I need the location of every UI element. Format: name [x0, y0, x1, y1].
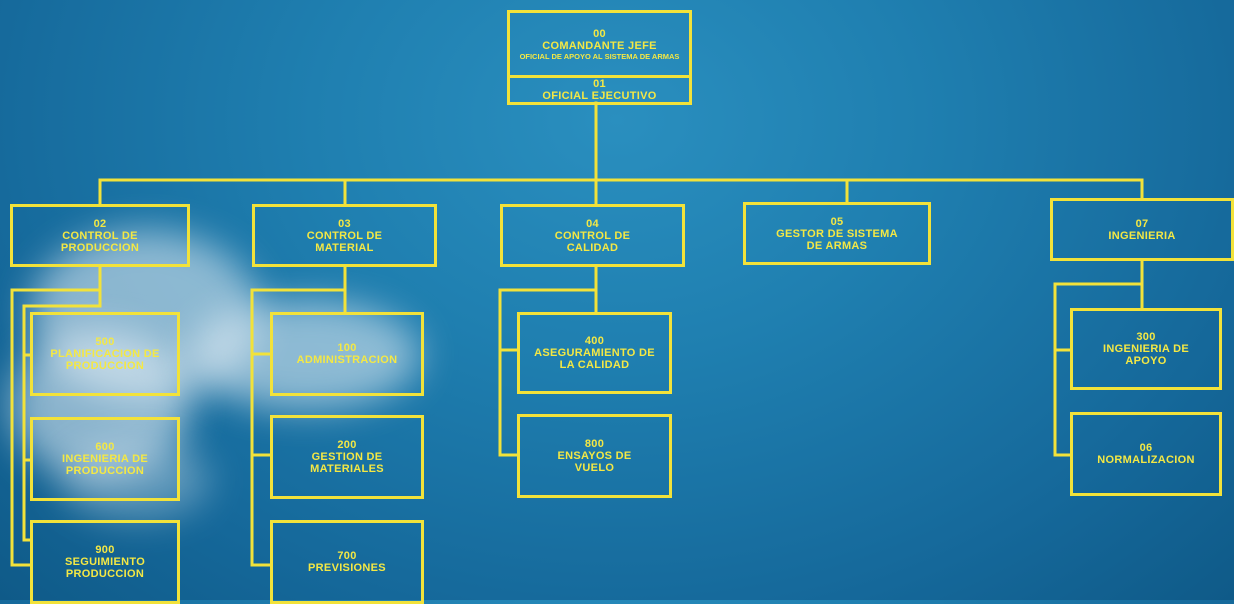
- box-line2: CALIDAD: [566, 241, 619, 254]
- box-code: 100: [337, 342, 357, 354]
- executive-section: 01 OFICIAL EJECUTIVO: [510, 78, 689, 102]
- box-line1: ADMINISTRACION: [296, 354, 398, 366]
- box-code: 02: [93, 217, 107, 230]
- org-box-commander: 00 COMANDANTE JEFE OFICIAL DE APOYO AL S…: [507, 10, 692, 105]
- box-line1: ASEGURAMIENTO DE: [534, 347, 655, 359]
- box-line1: PREVISIONES: [308, 562, 386, 574]
- org-box-07: 07 INGENIERIA: [1050, 198, 1234, 261]
- box-code: 01: [593, 78, 606, 90]
- connector-line: [10, 264, 102, 567]
- box-line2: PRODUCCION: [60, 241, 140, 254]
- box-line2: PRODUCCION: [65, 360, 145, 372]
- box-line1: GESTION DE: [311, 451, 383, 463]
- box-code: 500: [95, 336, 115, 348]
- box-line1: INGENIERIA DE: [61, 453, 148, 465]
- box-code: 900: [95, 544, 115, 556]
- box-line2: PRODUCCION: [65, 465, 145, 477]
- box-line1: CONTROL DE: [306, 229, 383, 242]
- box-line2: APOYO: [1125, 355, 1167, 367]
- box-title: COMANDANTE JEFE: [542, 39, 657, 52]
- box-line1: INGENIERIA DE: [1102, 343, 1189, 355]
- box-line2: MATERIALES: [310, 463, 384, 475]
- box-line1: PLANIFICACION DE: [50, 348, 160, 360]
- commander-section: 00 COMANDANTE JEFE OFICIAL DE APOYO AL S…: [510, 13, 689, 78]
- org-box-05: 05 GESTOR DE SISTEMA DE ARMAS: [743, 202, 931, 265]
- box-line2: VUELO: [574, 462, 615, 474]
- org-box-600: 600 INGENIERIA DE PRODUCCION: [30, 417, 180, 501]
- org-box-06: 06 NORMALIZACION: [1070, 412, 1222, 496]
- cloud-decoration: [60, 440, 210, 520]
- org-box-100: 100 ADMINISTRACION: [270, 312, 424, 396]
- box-line1: GESTOR DE SISTEMA: [776, 227, 898, 240]
- box-code: 07: [1135, 217, 1149, 230]
- org-box-700: 700 PREVISIONES: [270, 520, 424, 604]
- connector-line: [22, 288, 102, 542]
- box-line1: CONTROL DE: [554, 229, 631, 242]
- box-code: 04: [586, 217, 599, 230]
- box-code: 200: [337, 439, 357, 451]
- connector-line: [498, 264, 598, 457]
- box-line1: SEGUIMIENTO: [64, 556, 146, 568]
- box-line1: INGENIERIA: [1108, 229, 1176, 242]
- org-box-500: 500 PLANIFICACION DE PRODUCCION: [30, 312, 180, 396]
- box-line2: MATERIAL: [315, 241, 374, 254]
- box-code: 400: [584, 335, 605, 347]
- connector-line: [250, 264, 347, 567]
- box-line1: ENSAYOS DE: [557, 450, 632, 462]
- box-code: 800: [584, 438, 605, 450]
- box-line1: NORMALIZACION: [1097, 454, 1195, 466]
- cloud-decoration: [10, 330, 190, 480]
- box-code: 700: [337, 550, 357, 562]
- org-box-04: 04 CONTROL DE CALIDAD: [500, 204, 685, 267]
- org-box-300: 300 INGENIERIA DE APOYO: [1070, 308, 1222, 390]
- box-code: 06: [1139, 442, 1153, 454]
- box-subtitle: OFICIAL DE APOYO AL SISTEMA DE ARMAS: [519, 51, 680, 61]
- org-box-900: 900 SEGUIMIENTO PRODUCCION: [30, 520, 180, 604]
- box-code: 00: [593, 27, 606, 40]
- box-title: OFICIAL EJECUTIVO: [542, 90, 657, 102]
- box-code: 05: [830, 215, 844, 228]
- cloud-decoration: [190, 300, 420, 410]
- box-line2: DE ARMAS: [806, 239, 868, 252]
- connector-line: [1053, 260, 1144, 457]
- box-line1: CONTROL DE: [62, 229, 138, 242]
- org-box-800: 800 ENSAYOS DE VUELO: [517, 414, 672, 498]
- box-code: 03: [338, 217, 351, 230]
- org-box-03: 03 CONTROL DE MATERIAL: [252, 204, 437, 267]
- org-box-02: 02 CONTROL DE PRODUCCION: [10, 204, 190, 267]
- box-code: 300: [1136, 331, 1156, 343]
- box-code: 600: [95, 441, 115, 453]
- org-box-200: 200 GESTION DE MATERIALES: [270, 415, 424, 499]
- box-line2: PRODUCCION: [65, 568, 145, 580]
- box-line2: LA CALIDAD: [559, 359, 630, 371]
- org-box-400: 400 ASEGURAMIENTO DE LA CALIDAD: [517, 312, 672, 394]
